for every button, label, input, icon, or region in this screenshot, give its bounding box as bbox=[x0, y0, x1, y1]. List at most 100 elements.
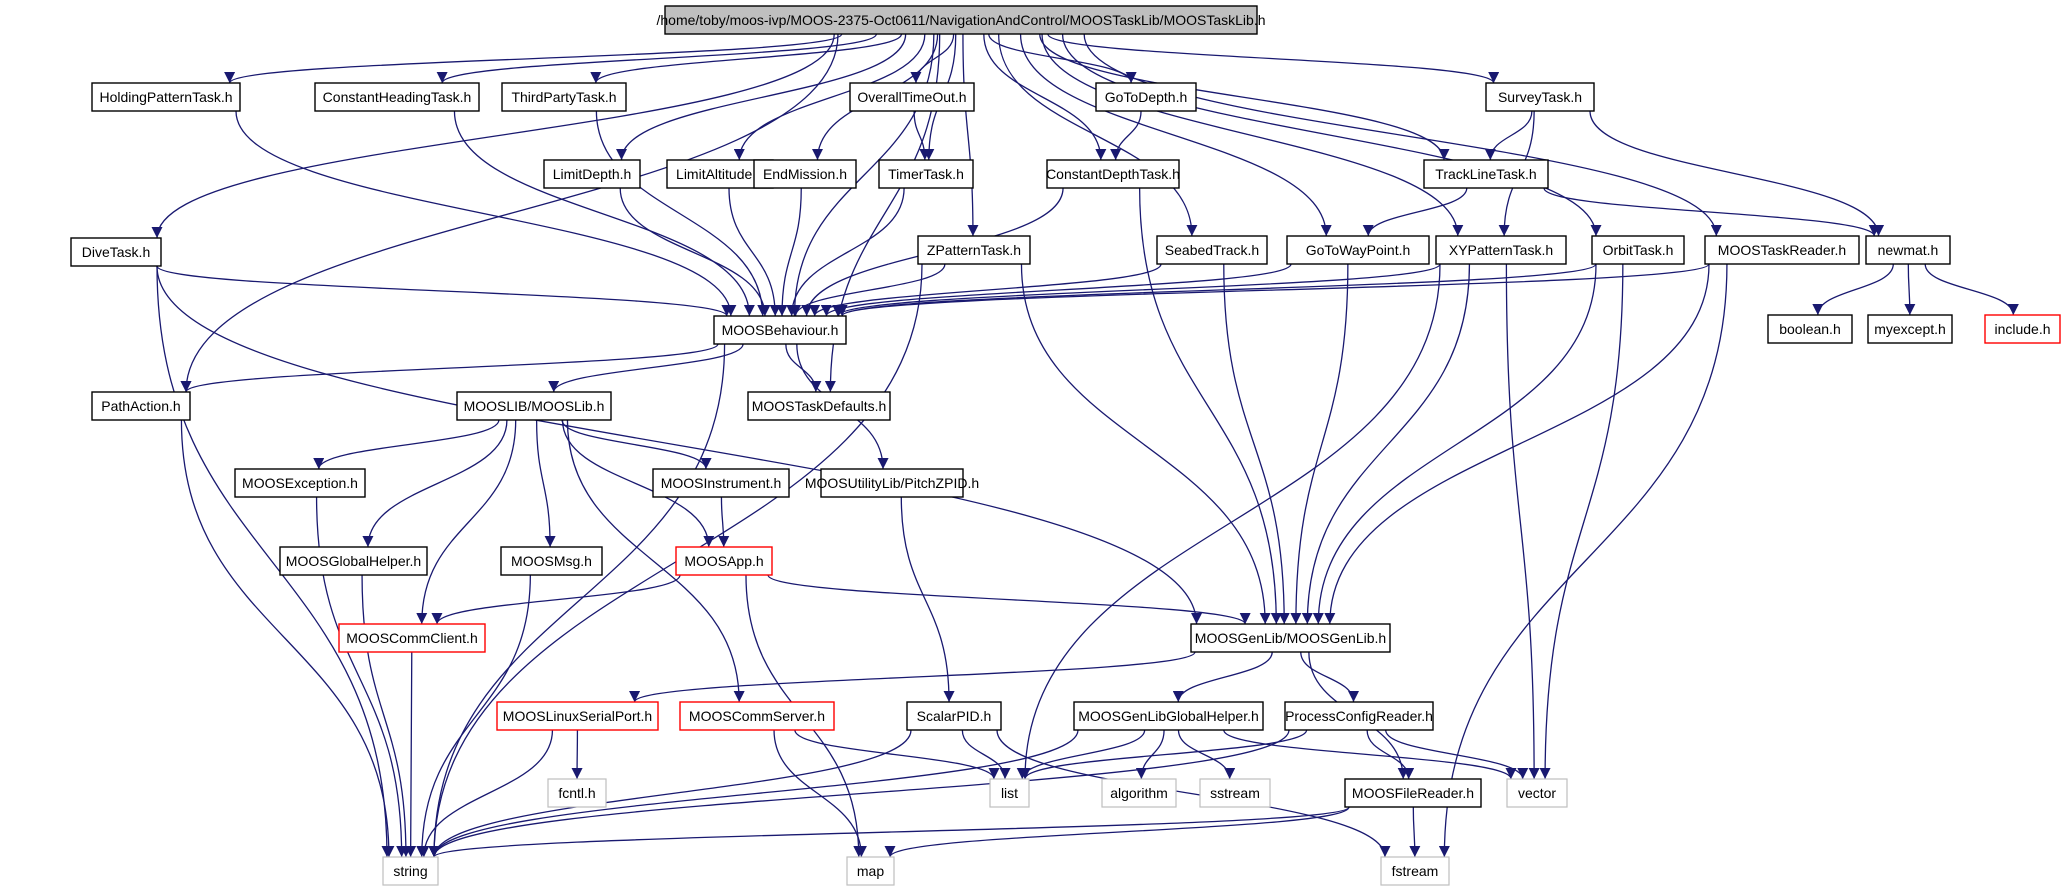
edge-path bbox=[790, 263, 946, 317]
node-constant-depth-task[interactable]: ConstantDepthTask.h bbox=[1046, 159, 1180, 189]
edge-path bbox=[988, 33, 1137, 84]
node-moosgen-lib-global-helper[interactable]: MOOSGenLibGlobalHelper.h bbox=[1073, 701, 1264, 731]
node-constant-heading-task[interactable]: ConstantHeadingTask.h bbox=[314, 82, 480, 112]
node-label: ConstantHeadingTask.h bbox=[323, 89, 472, 105]
node-label: map bbox=[857, 863, 884, 879]
edge-path bbox=[595, 110, 769, 317]
edge-path bbox=[910, 33, 955, 84]
edge-moosapp-to-mooscomm-client bbox=[431, 574, 681, 625]
edge-path bbox=[180, 419, 395, 858]
node-zpattern-task[interactable]: ZPatternTask.h bbox=[917, 235, 1031, 265]
node-box bbox=[1095, 82, 1197, 112]
node-mooscomm-client[interactable]: MOOSCommClient.h bbox=[338, 623, 486, 653]
node-moosexception[interactable]: MOOSException.h bbox=[234, 468, 366, 498]
node-moostask-reader[interactable]: MOOSTaskReader.h bbox=[1704, 235, 1860, 265]
node-moosinstrument[interactable]: MOOSInstrument.h bbox=[652, 468, 790, 498]
node-box bbox=[1046, 159, 1180, 189]
edge-path bbox=[786, 187, 905, 317]
node-box bbox=[849, 82, 975, 112]
node-overall-time-out[interactable]: OverallTimeOut.h bbox=[849, 82, 975, 112]
edge-xypattern-task-to-moosbehaviour bbox=[832, 263, 1441, 317]
node-process-config-reader[interactable]: ProcessConfigReader.h bbox=[1284, 701, 1434, 731]
edge-orbit-task-to-moosbehaviour bbox=[836, 263, 1597, 317]
edge-track-line-task-to-newmat bbox=[1543, 187, 1880, 237]
node-mooslib[interactable]: MOOSLIB/MOOSLib.h bbox=[456, 391, 612, 421]
edge-path bbox=[616, 33, 907, 161]
edge-path bbox=[1324, 263, 1710, 625]
edge-zpattern-task-to-moosbehaviour bbox=[790, 263, 946, 317]
edge-path bbox=[416, 419, 517, 625]
edge-scalar-pid-to-list bbox=[961, 729, 1011, 780]
edge-root-to-orbit-task bbox=[1061, 33, 1602, 237]
edge-limit-depth-to-moosbehaviour bbox=[619, 187, 771, 317]
node-box bbox=[1073, 701, 1264, 731]
node-path-action[interactable]: PathAction.h bbox=[91, 391, 191, 421]
edge-path bbox=[224, 33, 843, 84]
edge-path bbox=[962, 33, 979, 237]
node-dive-task[interactable]: DiveTask.h bbox=[70, 237, 162, 267]
edge-root-to-xypattern-task bbox=[1041, 33, 1464, 237]
node-go-to-way-point[interactable]: GoToWayPoint.h bbox=[1286, 235, 1430, 265]
node-label: MOOSGlobalHelper.h bbox=[286, 553, 421, 569]
node-scalar-pid[interactable]: ScalarPID.h bbox=[906, 701, 1002, 731]
node-box bbox=[917, 235, 1031, 265]
node-mooscomm-server[interactable]: MOOSCommServer.h bbox=[679, 701, 835, 731]
node-box bbox=[501, 82, 627, 112]
node-limit-depth[interactable]: LimitDepth.h bbox=[543, 159, 641, 189]
node-moostask-defaults[interactable]: MOOSTaskDefaults.h bbox=[747, 391, 891, 421]
edge-path bbox=[1039, 33, 1450, 161]
edge-mooslib-to-mooscomm-client bbox=[416, 419, 517, 625]
node-moosgen-lib[interactable]: MOOSGenLib/MOOSGenLib.h bbox=[1190, 623, 1391, 653]
node-holding-pattern-task[interactable]: HoldingPatternTask.h bbox=[91, 82, 241, 112]
edge-root-to-limit-depth bbox=[616, 33, 907, 161]
node-pitch-zpid[interactable]: MOOSUtilityLib/PitchZPID.h bbox=[805, 468, 979, 498]
node-label: MOOSGenLibGlobalHelper.h bbox=[1078, 708, 1259, 724]
edge-root-to-limit-altitude bbox=[733, 33, 926, 161]
edge-scalar-pid-to-string bbox=[428, 729, 912, 858]
edge-path bbox=[733, 33, 926, 161]
node-box bbox=[1423, 159, 1549, 189]
edge-track-line-task-to-go-to-way-point bbox=[1362, 187, 1468, 237]
node-go-to-depth[interactable]: GoToDepth.h bbox=[1095, 82, 1197, 112]
node-label: MOOSLinuxSerialPort.h bbox=[503, 708, 652, 724]
edge-path bbox=[884, 806, 1350, 858]
edge-survey-task-to-track-line-task bbox=[1484, 110, 1533, 161]
node-xypattern-task[interactable]: XYPatternTask.h bbox=[1435, 235, 1567, 265]
node-third-party-task[interactable]: ThirdPartyTask.h bbox=[501, 82, 627, 112]
node-box bbox=[496, 701, 659, 731]
node-include[interactable]: include.h bbox=[1984, 314, 2061, 344]
node-label: MOOSUtilityLib/PitchZPID.h bbox=[805, 475, 979, 491]
node-seabed-track[interactable]: SeabedTrack.h bbox=[1156, 235, 1268, 265]
node-moosfile-reader[interactable]: MOOSFileReader.h bbox=[1344, 778, 1482, 808]
node-moosbehaviour[interactable]: MOOSBehaviour.h bbox=[713, 315, 847, 345]
edge-dive-task-to-moosbehaviour bbox=[156, 265, 733, 317]
node-mooslinux-serial-port[interactable]: MOOSLinuxSerialPort.h bbox=[496, 701, 659, 731]
node-survey-task[interactable]: SurveyTask.h bbox=[1485, 82, 1595, 112]
node-end-mission[interactable]: EndMission.h bbox=[753, 159, 857, 189]
node-root: /home/toby/moos-ivp/MOOS-2375-Oct0611/Na… bbox=[657, 5, 1266, 35]
node-track-line-task[interactable]: TrackLineTask.h bbox=[1423, 159, 1549, 189]
edge-mooslib-to-moosinstrument bbox=[561, 419, 712, 470]
node-string: string bbox=[382, 856, 439, 886]
edge-path bbox=[1484, 110, 1533, 161]
edge-orbit-task-to-vector bbox=[1539, 263, 1624, 780]
node-myexcept[interactable]: myexcept.h bbox=[1867, 314, 1953, 344]
node-moosapp[interactable]: MOOSApp.h bbox=[675, 546, 773, 576]
node-timer-task[interactable]: TimerTask.h bbox=[878, 159, 974, 189]
node-boolean[interactable]: boolean.h bbox=[1767, 314, 1853, 344]
edge-path bbox=[836, 263, 1710, 317]
node-moosglobal-helper[interactable]: MOOSGlobalHelper.h bbox=[279, 546, 428, 576]
edge-path bbox=[428, 729, 912, 858]
node-newmat[interactable]: newmat.h bbox=[1865, 235, 1951, 265]
edge-path bbox=[561, 419, 712, 470]
node-orbit-task[interactable]: OrbitTask.h bbox=[1591, 235, 1685, 265]
edge-xypattern-task-to-moosgen-lib bbox=[1301, 263, 1471, 625]
edge-path bbox=[1300, 651, 1359, 703]
edge-root-to-dive-task bbox=[151, 33, 835, 239]
node-moosmsg[interactable]: MOOSMsg.h bbox=[500, 546, 603, 576]
edge-path bbox=[998, 33, 1198, 237]
node-box bbox=[1344, 778, 1482, 808]
node-label: OverallTimeOut.h bbox=[857, 89, 966, 105]
node-label: MOOSFileReader.h bbox=[1352, 785, 1474, 801]
